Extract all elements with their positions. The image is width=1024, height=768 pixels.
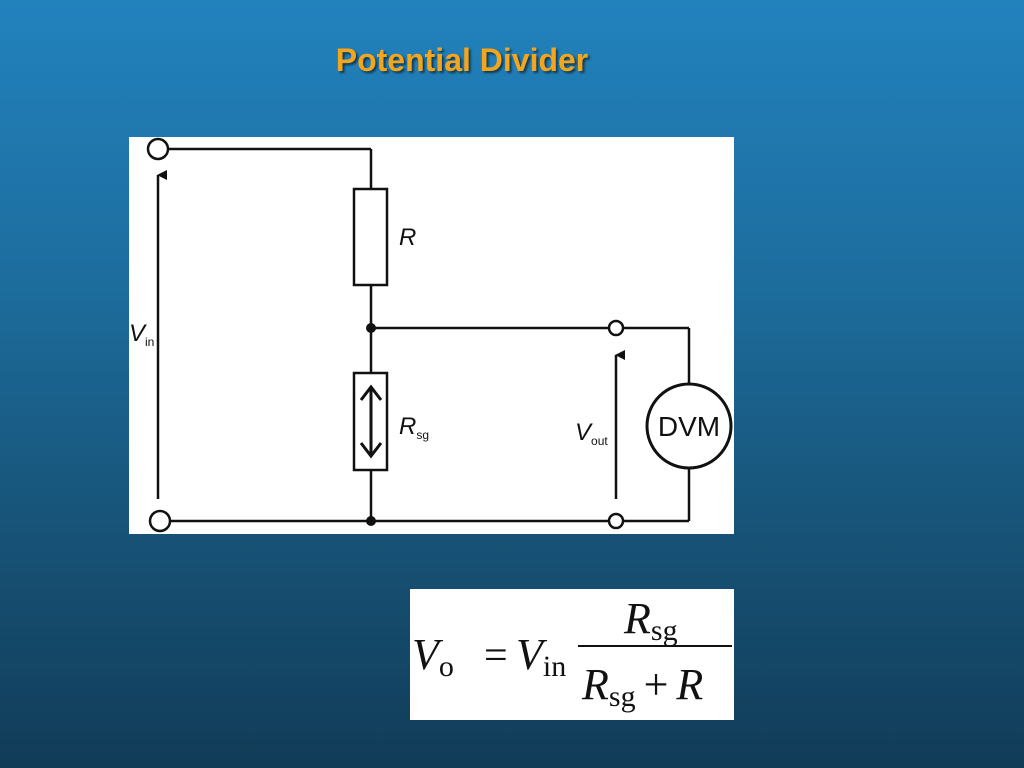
formula-numerator-subscript: sg xyxy=(651,614,678,647)
terminal-vin-bottom xyxy=(148,509,172,533)
formula-denominator-term: R xyxy=(675,660,703,709)
terminal-vout-bottom xyxy=(607,512,625,530)
circuit-diagram: R Rsg Vin Vout DVM xyxy=(129,137,734,534)
gauge-arrow-down-head xyxy=(359,442,383,459)
formula-denominator: Rsg+R xyxy=(581,660,703,713)
resistor-r-label: R xyxy=(399,224,416,251)
slide-title: Potential Divider xyxy=(335,42,589,78)
terminal-vout-top xyxy=(607,319,625,337)
vin-symbol: V xyxy=(129,320,147,347)
formula-factor: Vin xyxy=(516,630,566,683)
dvm-meter xyxy=(645,382,733,470)
vin-subscript: in xyxy=(145,335,154,349)
formula-factor-symbol: V xyxy=(516,630,548,679)
gauge-label: Rsg xyxy=(399,413,429,442)
divider-formula: Vo = Vin Rsg Rsg+R xyxy=(410,589,734,720)
junction-node-bottom xyxy=(366,516,376,526)
formula-lhs-subscript: o xyxy=(439,650,454,683)
formula-lhs-symbol: V xyxy=(412,630,444,679)
formula-denominator-symbol: R xyxy=(581,660,609,709)
gauge-symbol: R xyxy=(399,413,416,440)
formula-denominator-plus: + xyxy=(644,660,669,709)
vout-label: Vout xyxy=(575,419,608,448)
resistor-r xyxy=(352,187,389,287)
vout-symbol: V xyxy=(575,419,593,446)
vout-subscript: out xyxy=(591,434,608,448)
gauge-arrow-up-head xyxy=(359,384,383,401)
formula-factor-subscript: in xyxy=(543,650,566,683)
gauge-subscript: sg xyxy=(416,428,429,442)
formula-lhs: Vo xyxy=(412,630,454,683)
vin-label: Vin xyxy=(129,320,154,349)
junction-node-middle xyxy=(366,323,376,333)
formula-denominator-subscript: sg xyxy=(609,680,636,713)
terminal-vin-top xyxy=(146,137,170,161)
dvm-label: DVM xyxy=(658,411,720,442)
formula-numerator: Rsg xyxy=(623,594,678,647)
formula-numerator-symbol: R xyxy=(623,594,651,643)
formula-equals: = xyxy=(484,633,508,679)
